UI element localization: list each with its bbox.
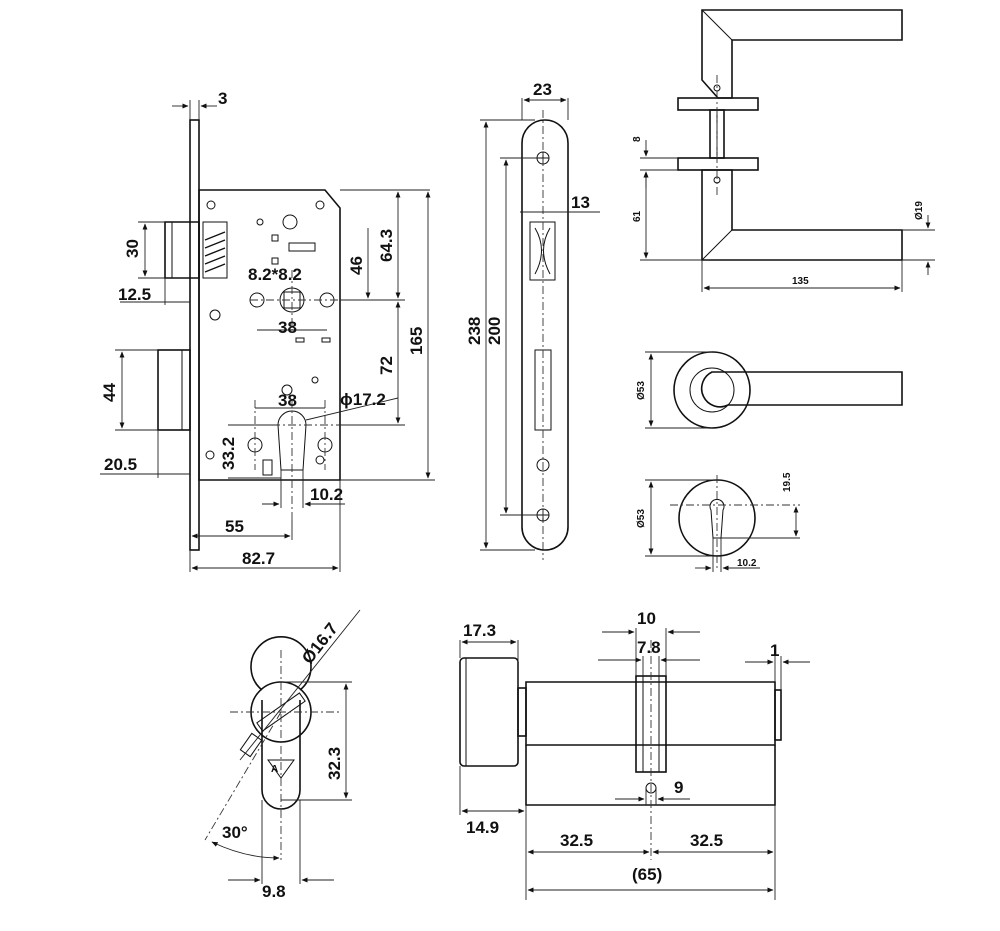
dim-1: 1 bbox=[770, 641, 779, 660]
dim-13: 13 bbox=[571, 193, 590, 212]
dim-64-3: 64.3 bbox=[377, 229, 396, 262]
cylinder-end-dimensions: Ø16.7 32.3 30° 9.8 bbox=[211, 609, 361, 901]
svg-text:A: A bbox=[271, 764, 278, 775]
dim-55: 55 bbox=[225, 517, 244, 536]
mortise-lock-dimensions: 3 30 12.5 44 20.5 55 82.7 8.2*8.2 38 38 … bbox=[100, 89, 435, 572]
dim-44: 44 bbox=[100, 383, 119, 402]
escutcheon-dimensions: Ø53 19.5 10.2 bbox=[636, 472, 800, 572]
dim-10-2: 10.2 bbox=[310, 485, 343, 504]
dim-53a: Ø53 bbox=[636, 381, 647, 400]
cylinder-side-view bbox=[459, 640, 782, 860]
dim-38-mid: 38 bbox=[278, 391, 297, 410]
mortise-lock-front-view bbox=[157, 119, 345, 551]
dim-8: 8 bbox=[632, 136, 643, 142]
dim-72: 72 bbox=[377, 356, 396, 375]
dim-20-5: 20.5 bbox=[104, 455, 137, 474]
faceplate-dimensions: 23 13 238 200 bbox=[465, 80, 600, 551]
dim-135: 135 bbox=[792, 276, 809, 287]
dim-65: (65) bbox=[632, 865, 662, 884]
dim-17-2: ϕ17.2 bbox=[340, 390, 386, 409]
dim-10-2-small: 10.2 bbox=[737, 558, 757, 569]
dim-38-top: 38 bbox=[278, 318, 297, 337]
dim-46: 46 bbox=[347, 256, 366, 275]
dim-3: 3 bbox=[218, 89, 227, 108]
dim-200: 200 bbox=[485, 317, 504, 345]
dim-17-3: 17.3 bbox=[463, 621, 496, 640]
lever-handle-dimensions: 8 61 Ø19 135 bbox=[632, 136, 935, 292]
dim-10: 10 bbox=[637, 609, 656, 628]
lever-handle-side-view bbox=[677, 9, 903, 261]
dim-9-8: 9.8 bbox=[262, 882, 286, 901]
dim-238: 238 bbox=[465, 317, 484, 345]
lever-rose-front bbox=[673, 351, 903, 429]
dim-7-8: 7.8 bbox=[637, 638, 661, 657]
lever-rose-dimensions: Ø53 bbox=[636, 351, 712, 429]
dim-33-2: 33.2 bbox=[219, 437, 238, 470]
dim-30: 30 bbox=[123, 239, 142, 258]
cylinder-side-dimensions: 17.3 14.9 10 7.8 1 9 32.5 32.5 (65) bbox=[459, 609, 810, 900]
dim-82-7: 82.7 bbox=[242, 549, 275, 568]
dim-61: 61 bbox=[632, 210, 643, 222]
dim-32-3: 32.3 bbox=[325, 747, 344, 780]
dim-30-deg: 30° bbox=[222, 823, 248, 842]
dim-32-5-left: 32.5 bbox=[560, 831, 593, 850]
dim-12-5: 12.5 bbox=[118, 285, 151, 304]
dim-8-2: 8.2*8.2 bbox=[248, 265, 302, 284]
dim-165: 165 bbox=[407, 327, 426, 355]
dim-53b: Ø53 bbox=[636, 509, 647, 528]
dim-14-9: 14.9 bbox=[466, 818, 499, 837]
dim-9: 9 bbox=[674, 778, 683, 797]
dim-19-5: 19.5 bbox=[782, 472, 793, 492]
dim-23: 23 bbox=[533, 80, 552, 99]
faceplate-side-view bbox=[521, 110, 569, 560]
dim-32-5-right: 32.5 bbox=[690, 831, 723, 850]
dim-19: Ø19 bbox=[914, 201, 925, 220]
